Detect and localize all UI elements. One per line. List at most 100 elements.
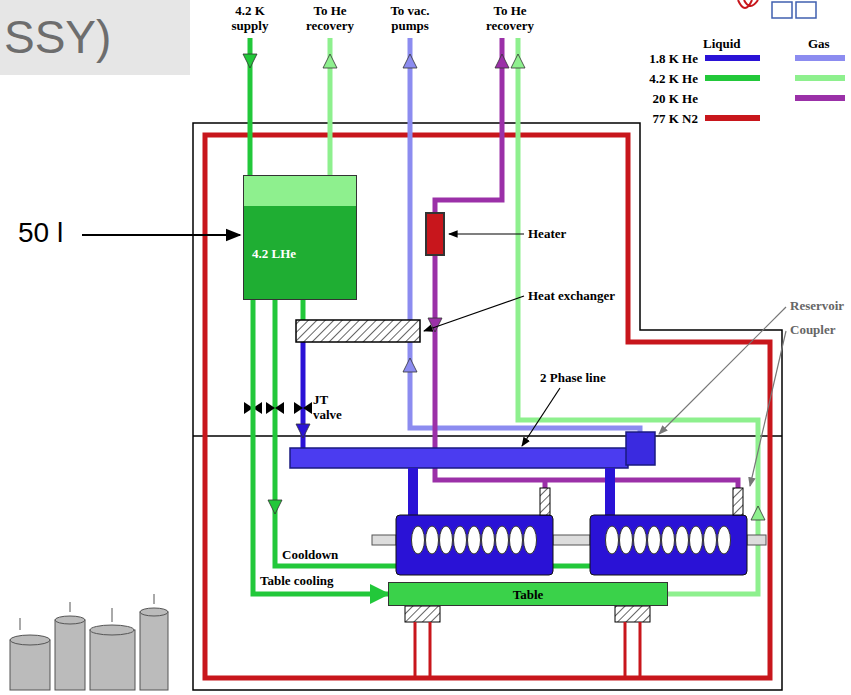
table-box: Table [388,582,668,606]
callout-label: Liquid [703,36,741,51]
cavity-cell [524,526,537,554]
thermal-anchor [415,622,640,676]
flow-arrows [243,54,257,68]
heater [426,213,444,255]
gas-lines [250,38,758,594]
cavity-cell [440,526,453,554]
feed-stub [605,468,615,515]
legend-swatch [705,115,760,121]
beam-pipe [747,535,766,545]
logo-fragment [772,2,816,18]
jt-valve [294,402,303,414]
gas-lines [301,300,306,320]
cavity-cell [606,526,619,554]
coupler [540,488,550,515]
gas-lines [410,38,640,432]
flow-arrows [403,358,417,372]
heat-exchanger [296,320,420,342]
leader-line [449,233,524,234]
reservoir [626,432,655,465]
callout-label: 50 l [18,216,63,250]
title: SSY) [0,0,190,75]
cryostat-outline [193,123,782,690]
jt-valve [266,402,275,414]
cavity [590,515,747,575]
callout-label: Heater [528,226,566,241]
machine-sketch [20,594,154,630]
cavity-cell [426,526,439,554]
callout-label: Reservoir [790,298,844,313]
coupler [733,488,743,515]
leader-line [750,331,786,486]
leader-line [82,234,786,486]
beam-pipe [553,535,590,545]
cryostat-divider [193,435,782,437]
leader-line [82,234,240,236]
machine-sketch [140,612,168,690]
legend-swatch [795,95,845,101]
cavity-cell [482,526,495,554]
node-text: Table [513,587,544,602]
gas-swatch [795,55,845,61]
cavity-cell [648,526,661,554]
cavity-cell [412,526,425,554]
node-text: 4.2 LHe [252,246,296,261]
flow-arrows [243,54,765,520]
gas-swatch [795,75,845,81]
callout-label: JT valve [313,392,351,422]
legend-text: 20 K He [612,91,698,106]
cavity-cell [634,526,647,554]
callout-label: Coupler [790,322,836,337]
flow-arrows [323,54,337,68]
callout-label: 4.2 K supply [222,3,278,33]
callout-label: To vac. pumps [378,3,442,33]
machine-sketch [140,608,168,616]
two-phase-line [290,448,628,468]
callout-label: 2 Phase line [540,370,606,385]
cavity-cell [662,526,675,554]
n2-shield [205,135,770,678]
table-support [405,606,650,622]
gas-lines [518,38,758,594]
cavity-cell [468,526,481,554]
legend-text: 77 K N2 [612,111,698,126]
cavity-cell [718,526,731,554]
machine-sketch [90,630,135,690]
coupler [540,488,743,515]
machine-sketch [55,620,85,690]
table-support [615,606,650,622]
flow-arrows [511,54,525,68]
machine-sketch [10,635,50,645]
leader-line [424,296,524,331]
machine-sketch [90,625,134,635]
jt-valve [303,402,312,414]
feed-stub [408,468,615,515]
gas-lines [435,38,738,490]
flow-line [253,300,388,594]
callout-label: Heat exchanger [528,288,615,303]
callout-label: Gas [808,36,830,51]
cavity-cell [510,526,523,554]
callout-label: Table cooling [260,573,334,588]
legend-text: 1.8 K He [612,51,698,66]
flow-arrows [403,54,417,68]
cavity [396,515,747,575]
cavity-cell [496,526,509,554]
callout-label: To He recovery [480,3,540,33]
callout-label: Cooldown [282,547,338,562]
callout-label: To He recovery [300,3,360,33]
flow-arrows [268,500,282,514]
logo-fragment [738,0,816,18]
feed-stub [408,468,418,515]
logo-fragment [738,0,758,8]
legend-text: 4.2 K He [612,71,698,86]
legend-swatch [705,55,760,61]
leader-line [522,388,560,446]
cavity-cell [676,526,689,554]
flow-arrows [751,506,765,520]
legend-swatch [705,75,760,81]
cavity-cell [690,526,703,554]
gas-swatch [795,55,845,81]
jt-valve [275,402,284,414]
flow-arrows [296,424,310,438]
